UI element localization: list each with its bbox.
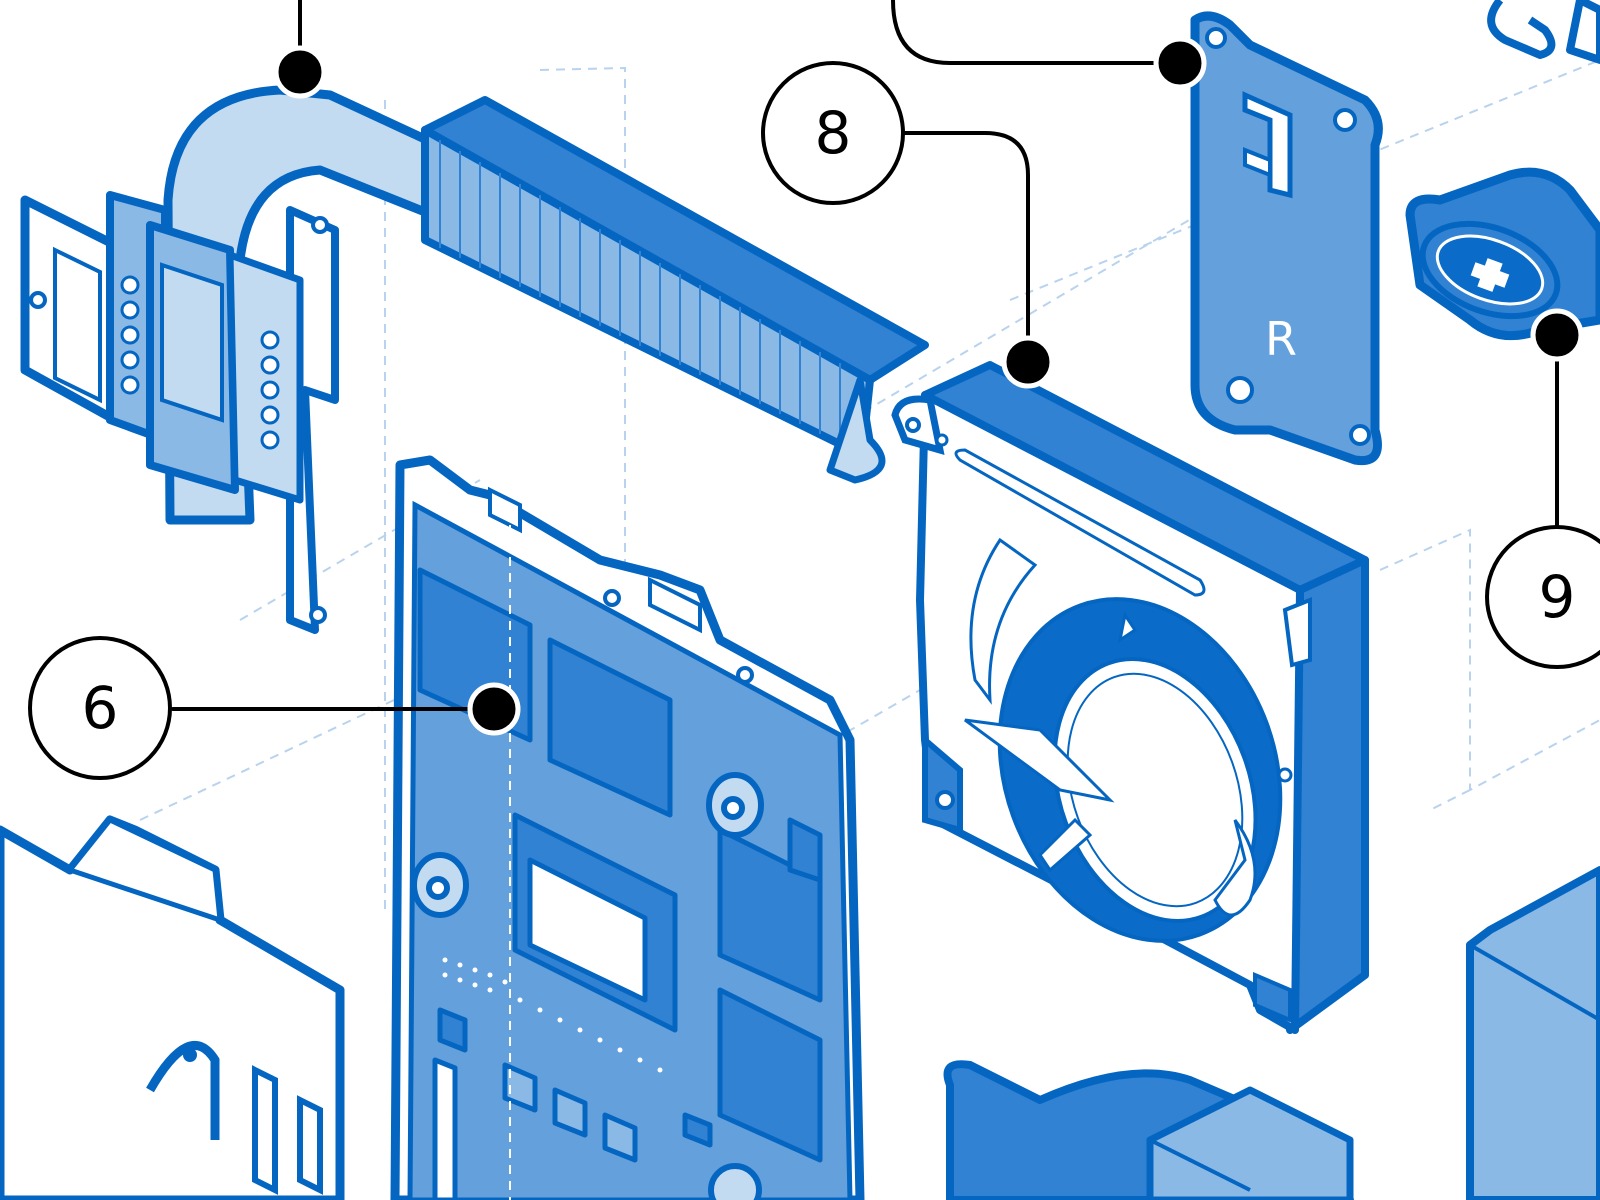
board-standoffs xyxy=(411,772,764,1200)
callout-anchor-dots xyxy=(273,36,1584,736)
callout-9: 9 xyxy=(1485,525,1600,669)
side-marking-label: R xyxy=(1265,312,1297,366)
speaker-module xyxy=(1466,866,1600,1200)
callout-leader-lines xyxy=(171,0,1559,711)
callout-6-label: 6 xyxy=(82,674,119,742)
memory-chip xyxy=(547,637,673,818)
storage-chip xyxy=(717,987,823,1163)
main-logic-board xyxy=(390,455,865,1200)
callout-6: 6 xyxy=(28,636,172,780)
heat-pipe-assembly xyxy=(20,85,929,634)
bracket-connector xyxy=(1242,91,1293,199)
battery-cell xyxy=(1405,167,1600,341)
plus-terminal-icon xyxy=(1470,258,1510,292)
assembly-guide-lines xyxy=(139,59,1600,1200)
callout-9-label: 9 xyxy=(1539,563,1576,631)
callout-8: 8 xyxy=(761,61,905,205)
callout-8-label: 8 xyxy=(815,99,852,167)
flex-connector xyxy=(943,1060,1354,1200)
right-side-bracket: R xyxy=(1190,11,1383,466)
cooling-fan xyxy=(891,361,1369,1034)
bottom-case-section xyxy=(0,815,345,1200)
top-clip-fragment xyxy=(1487,0,1600,64)
